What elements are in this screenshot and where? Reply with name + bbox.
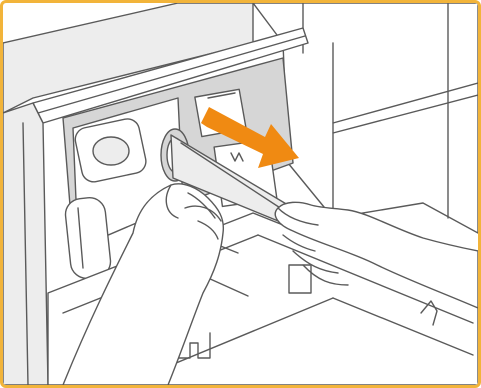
- printer-maintenance-illustration: .ln { fill: none; stroke: #5a5a5a; strok…: [3, 3, 478, 385]
